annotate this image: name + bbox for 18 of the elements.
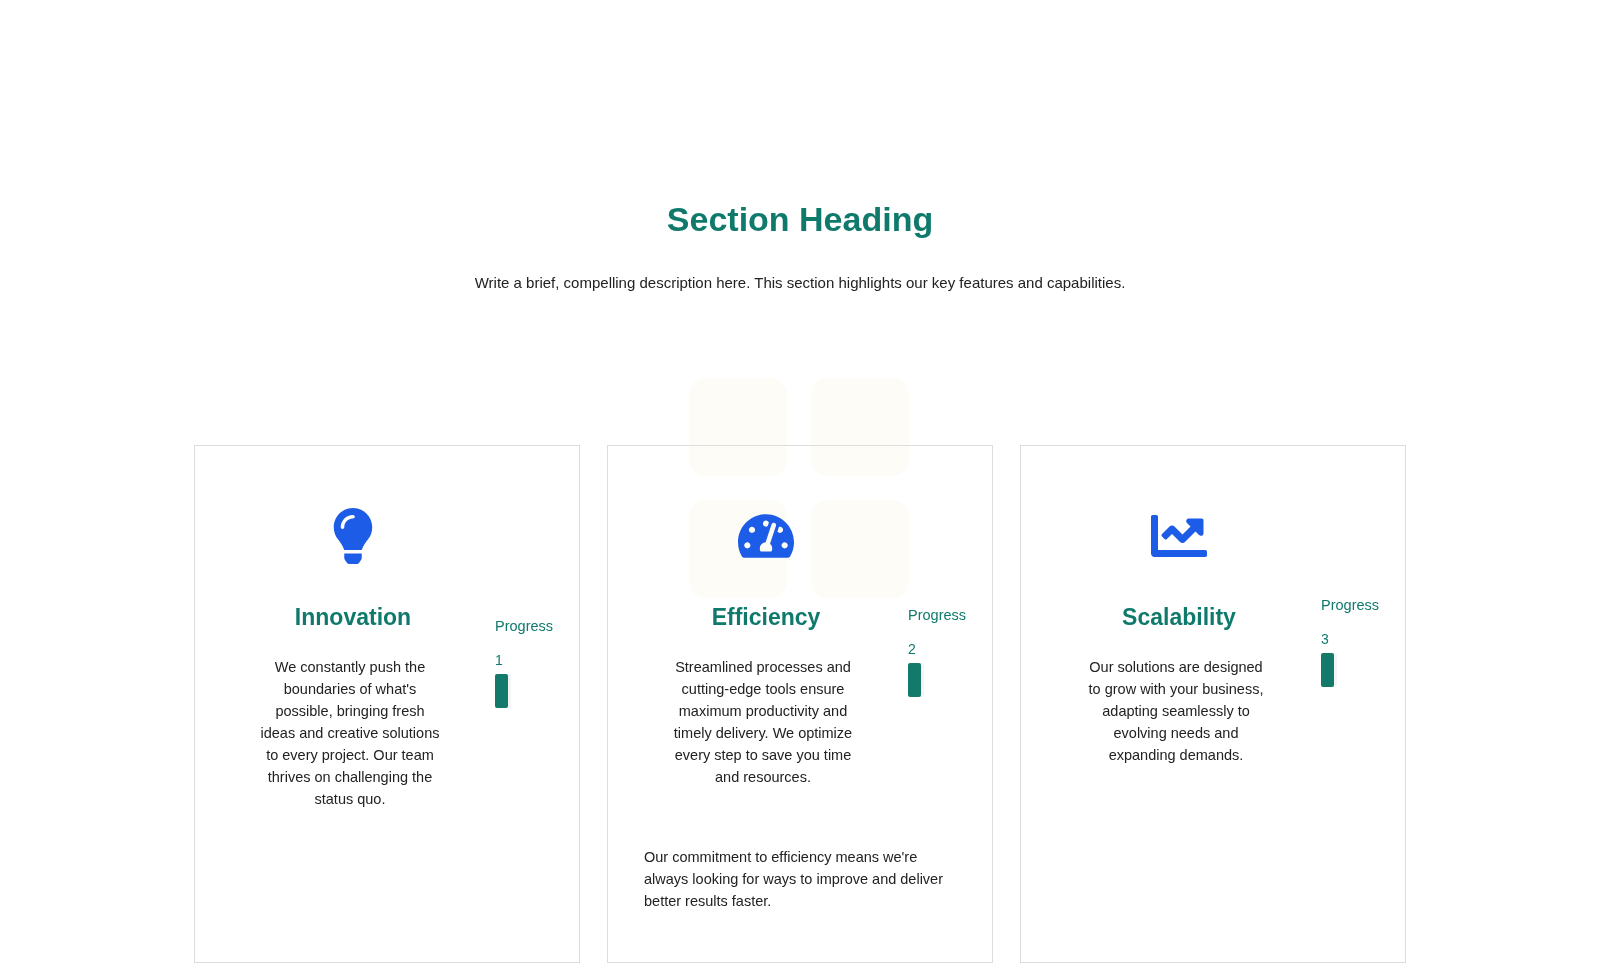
section-description: Write a brief, compelling description here. This section highlights our key features and capabilities. bbox=[473, 274, 1127, 291]
card-description: Our solutions are designed to grow with your business, adapting seamlessly to evolving needs and expanding demands. bbox=[1087, 658, 1265, 765]
progress-value: 2 bbox=[908, 641, 916, 657]
card-note: Our commitment to efficiency means we're always looking for ways to improve and deliver better results faster. bbox=[644, 848, 944, 911]
feature-card bbox=[607, 445, 993, 963]
card-title: Scalability bbox=[1121, 604, 1237, 631]
card-description: Streamlined processes and cutting-edge tools ensure maximum productivity and timely delivery. We optimize every step to save you time and resources. bbox=[672, 658, 854, 787]
progress-label: Progress bbox=[1321, 597, 1380, 613]
feature-card bbox=[194, 445, 580, 963]
card-description: We constantly push the boundaries of what's possible, bringing fresh ideas and creative solutions to every project. Our team thrives on challenging the status quo. bbox=[259, 658, 441, 809]
card-title: Efficiency bbox=[710, 604, 822, 631]
card-title: Innovation bbox=[293, 604, 413, 631]
progress-value: 1 bbox=[495, 652, 503, 668]
section-heading: Section Heading bbox=[665, 200, 935, 239]
progress-label: Progress bbox=[908, 607, 967, 623]
progress-value: 3 bbox=[1321, 631, 1329, 647]
feature-card bbox=[1020, 445, 1406, 963]
progress-label: Progress bbox=[495, 618, 554, 634]
